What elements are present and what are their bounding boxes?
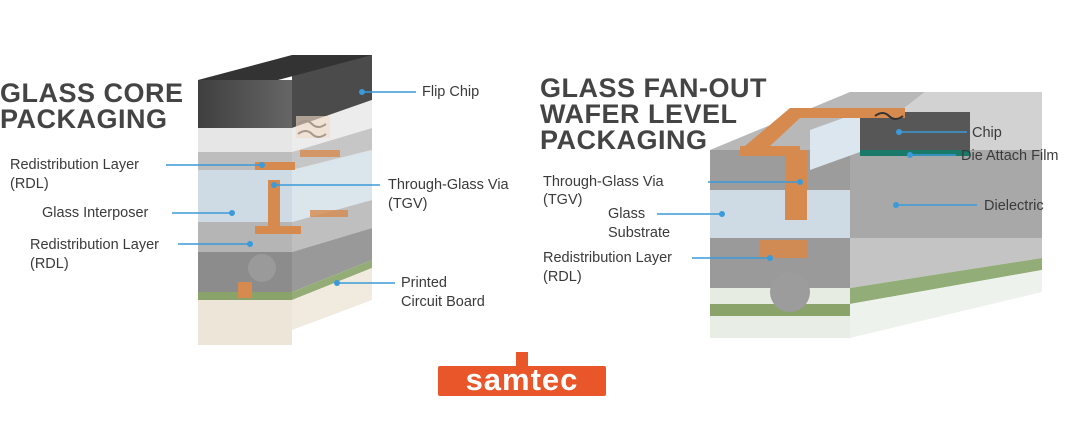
label-rdl-right-line1: Redistribution Layer — [543, 250, 672, 266]
glass-core-title-line1: GLASS CORE — [0, 78, 184, 108]
label-rdl-right-line2: (RDL) — [543, 269, 582, 285]
label-dielectric: Dielectric — [984, 198, 1044, 214]
label-rdl-top-line2: (RDL) — [10, 176, 49, 192]
label-tgv-right-line2: (TGV) — [543, 192, 583, 208]
label-chip: Chip — [972, 125, 1002, 141]
glass-core-title-line2: PACKAGING — [0, 104, 168, 134]
fanout-title-line2: WAFER LEVEL — [540, 99, 738, 129]
label-tgv-left-line1: Through-Glass Via — [388, 177, 509, 193]
label-tgv-right-line1: Through-Glass Via — [543, 174, 664, 190]
label-glass-substrate-line2: Substrate — [608, 225, 671, 241]
fanout-title-line1: GLASS FAN-OUT — [540, 73, 767, 103]
label-rdl-top-line1: Redistribution Layer — [10, 157, 139, 173]
fanout-title-line3: PACKAGING — [540, 125, 708, 155]
label-glass-substrate-line1: Glass — [608, 206, 646, 222]
label-tgv-left-line2: (TGV) — [388, 196, 428, 212]
label-pcb-line2: Circuit Board — [401, 294, 485, 310]
label-pcb-line1: Printed — [401, 275, 447, 291]
label-glass-interposer: Glass Interposer — [42, 205, 149, 221]
fan-out-stack — [710, 92, 1042, 338]
label-rdl-bottom-line2: (RDL) — [30, 256, 69, 272]
label-die-attach-film: Die Attach Film — [961, 148, 1059, 164]
callout-lines — [166, 89, 977, 286]
glass-core-stack — [198, 55, 372, 345]
samtec-logo: samtec — [438, 352, 606, 398]
label-rdl-bottom-line1: Redistribution Layer — [30, 237, 159, 253]
samtec-logo-text: samtec — [466, 362, 579, 397]
label-flip-chip: Flip Chip — [422, 84, 480, 100]
